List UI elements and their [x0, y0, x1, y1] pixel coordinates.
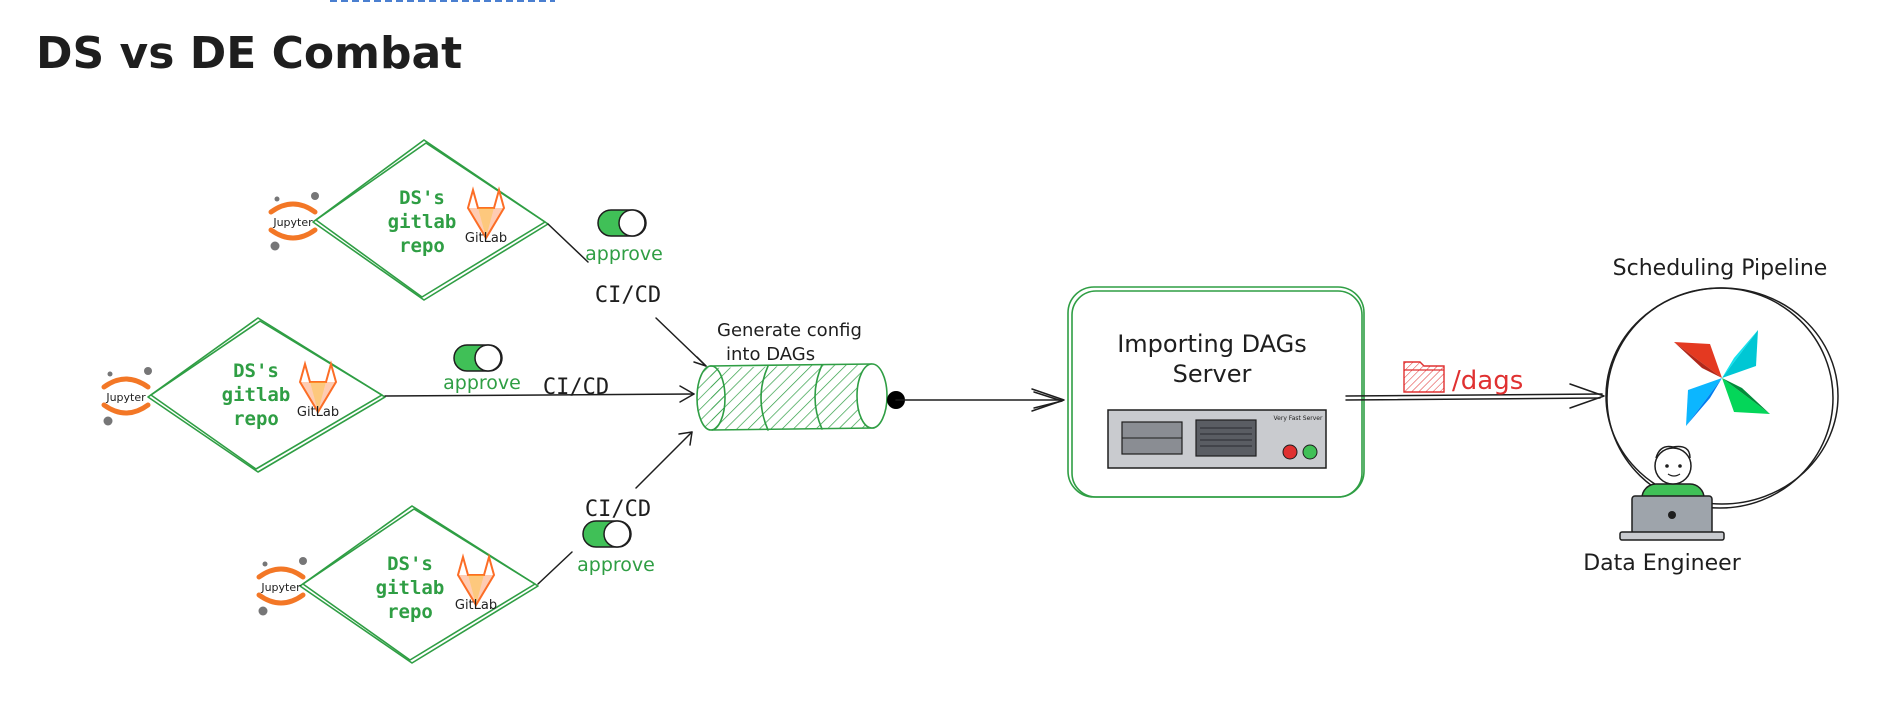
server-label-line1: Importing DAGs: [1117, 330, 1307, 358]
jupyter-label: Jupyter: [105, 391, 146, 404]
repo-label-line1: DS's: [233, 360, 279, 382]
pipeline-title: Scheduling Pipeline: [1613, 256, 1828, 281]
engineer-label: Data Engineer: [1583, 551, 1741, 576]
gitlab-label: GitLab: [455, 598, 497, 613]
gitlab-label: GitLab: [297, 405, 339, 420]
data-engineer[interactable]: Data Engineer: [1583, 445, 1742, 576]
repo-label-line3: repo: [399, 235, 445, 257]
jupyter-label: Jupyter: [272, 216, 313, 229]
toggle-icon[interactable]: [453, 344, 503, 372]
queue-to-server-arrow: [887, 388, 1065, 412]
approve-label: approve: [585, 243, 663, 265]
repo-label-line1: DS's: [387, 553, 433, 575]
queue-label-line1: Generate config: [717, 320, 862, 341]
repo-label-line2: gitlab: [222, 384, 291, 406]
repo-label-line1: DS's: [399, 187, 445, 209]
cicd-label-middle: CI/CD: [543, 375, 609, 400]
jupyter-label: Jupyter: [260, 581, 301, 594]
dag-config-queue[interactable]: Generate config into DAGs: [696, 320, 888, 431]
cicd-label-bottom: CI/CD: [585, 497, 651, 522]
cicd-connectors: [384, 223, 707, 585]
repo-label-line2: gitlab: [376, 577, 445, 599]
approve-toggle-bottom[interactable]: approve: [577, 520, 655, 576]
approve-toggle-top[interactable]: approve: [585, 209, 663, 265]
queue-label-line2: into DAGs: [726, 344, 815, 365]
repo-label-line2: gitlab: [388, 211, 457, 233]
server-device-icon: Very Fast Server: [1107, 409, 1327, 469]
dags-path-label: /dags: [1452, 366, 1523, 396]
toggle-icon[interactable]: [597, 209, 647, 237]
repo-middle[interactable]: Jupyter DS's gitlab repo GitLab: [104, 317, 386, 473]
airflow-icon: [1674, 330, 1770, 426]
folder-icon: [1403, 361, 1445, 393]
gitlab-label: GitLab: [465, 231, 507, 246]
repo-label-line3: repo: [233, 408, 279, 430]
repo-bottom[interactable]: Jupyter DS's gitlab repo GitLab: [259, 505, 539, 664]
repo-label-line3: repo: [387, 601, 433, 623]
cicd-label-top: CI/CD: [595, 283, 661, 308]
approve-label: approve: [443, 372, 521, 394]
server-label-line2: Server: [1173, 360, 1252, 388]
toggle-icon[interactable]: [582, 520, 632, 548]
scheduling-pipeline[interactable]: Scheduling Pipeline: [1605, 256, 1839, 509]
approve-toggle-middle[interactable]: approve: [443, 344, 521, 394]
server-device-label: Very Fast Server: [1274, 415, 1323, 422]
repo-top[interactable]: Jupyter DS's gitlab repo GitLab: [271, 139, 549, 301]
dags-transfer-arrow: /dags: [1345, 361, 1605, 409]
approve-label: approve: [577, 554, 655, 576]
diagram-title: DS vs DE Combat: [36, 28, 462, 79]
importing-dags-server[interactable]: Importing DAGs Server Very Fast Server: [1067, 286, 1365, 498]
engineer-avatar-icon: [1619, 445, 1725, 541]
